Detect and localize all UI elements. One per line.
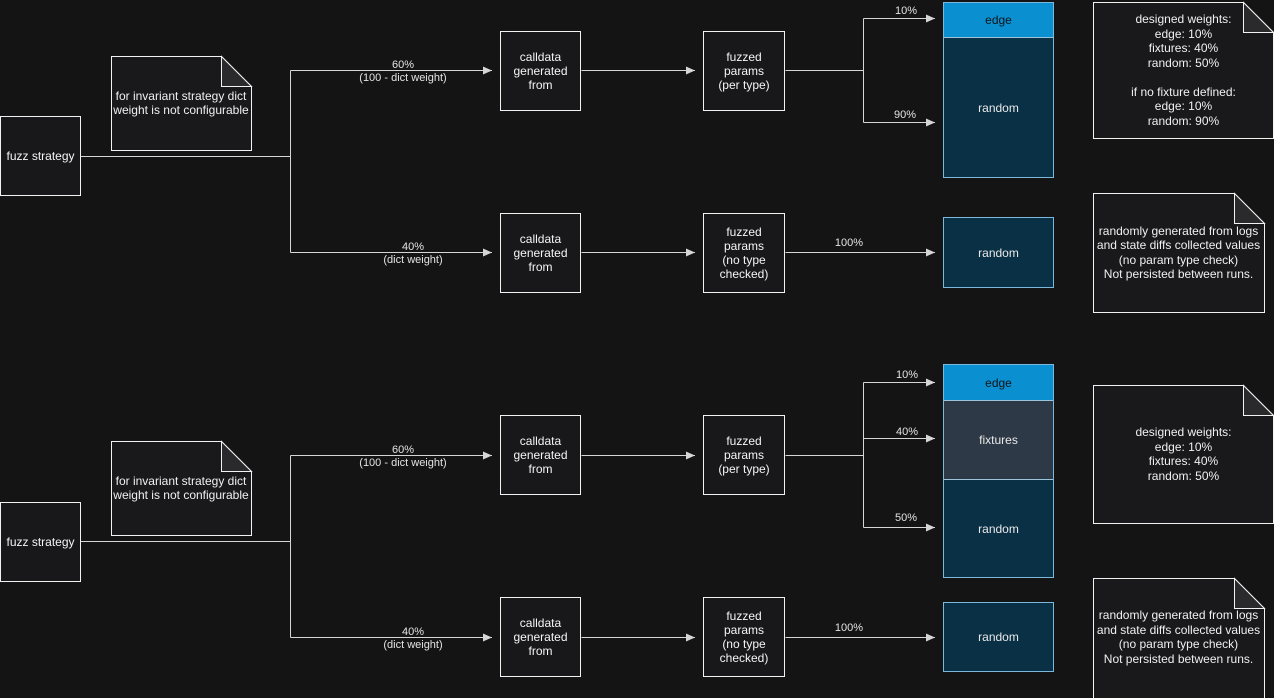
fuzzed-params-node: fuzzed params (per type) xyxy=(703,31,785,111)
split-pct-label: 10% xyxy=(894,5,918,17)
weight-label: 40% xyxy=(401,241,425,253)
split-pct-label: 100% xyxy=(834,622,864,634)
weight-sublabel: (100 - dict weight) xyxy=(359,72,447,84)
fuzzed-params-node: fuzzed params (no type checked) xyxy=(703,597,785,677)
random-node: random xyxy=(943,602,1054,672)
random-source-note: randomly generated from logs and state d… xyxy=(1096,608,1261,666)
designed-weights-note: designed weights: edge: 10% fixtures: 40… xyxy=(1131,12,1236,128)
split-pct-label: 100% xyxy=(834,237,864,249)
stack-segment-random: random xyxy=(944,479,1053,577)
calldata-node: calldata generated from xyxy=(500,597,581,677)
weight-sublabel: (100 - dict weight) xyxy=(359,457,447,469)
random-node: random xyxy=(943,217,1054,288)
fuzz-strategy-node: fuzz strategy xyxy=(0,116,81,196)
stack-segment-fixtures: fixtures xyxy=(944,400,1053,479)
weight-label: 60% xyxy=(391,59,415,71)
weight-label: 60% xyxy=(391,444,415,456)
split-pct-label: 50% xyxy=(894,512,918,524)
split-pct-label: 10% xyxy=(895,369,919,381)
weight-label: 40% xyxy=(401,626,425,638)
calldata-node: calldata generated from xyxy=(500,415,581,495)
fuzzed-params-node: fuzzed params (per type) xyxy=(703,415,785,495)
weight-sublabel: (dict weight) xyxy=(383,639,443,651)
designed-weights-note: designed weights: edge: 10% fixtures: 40… xyxy=(1135,425,1232,483)
config-note: for invariant strategy dict weight is no… xyxy=(113,88,249,118)
fuzzed-params-node: fuzzed params (no type checked) xyxy=(703,213,785,293)
fuzz-strategy-node: fuzz strategy xyxy=(0,502,81,582)
note-shape xyxy=(111,1,1274,698)
stack-segment-edge: edge xyxy=(944,3,1053,37)
stack-segment-edge: edge xyxy=(944,365,1053,400)
distribution-stack: edge random xyxy=(943,2,1054,178)
distribution-stack: edge fixtures random xyxy=(943,364,1054,578)
stack-segment-random: random xyxy=(944,37,1053,177)
calldata-node: calldata generated from xyxy=(500,213,581,293)
calldata-node: calldata generated from xyxy=(500,31,581,111)
weight-sublabel: (dict weight) xyxy=(383,254,443,266)
split-pct-label: 90% xyxy=(893,109,917,121)
split-pct-label: 40% xyxy=(895,426,919,438)
random-source-note: randomly generated from logs and state d… xyxy=(1096,223,1261,282)
config-note: for invariant strategy dict weight is no… xyxy=(113,473,249,503)
